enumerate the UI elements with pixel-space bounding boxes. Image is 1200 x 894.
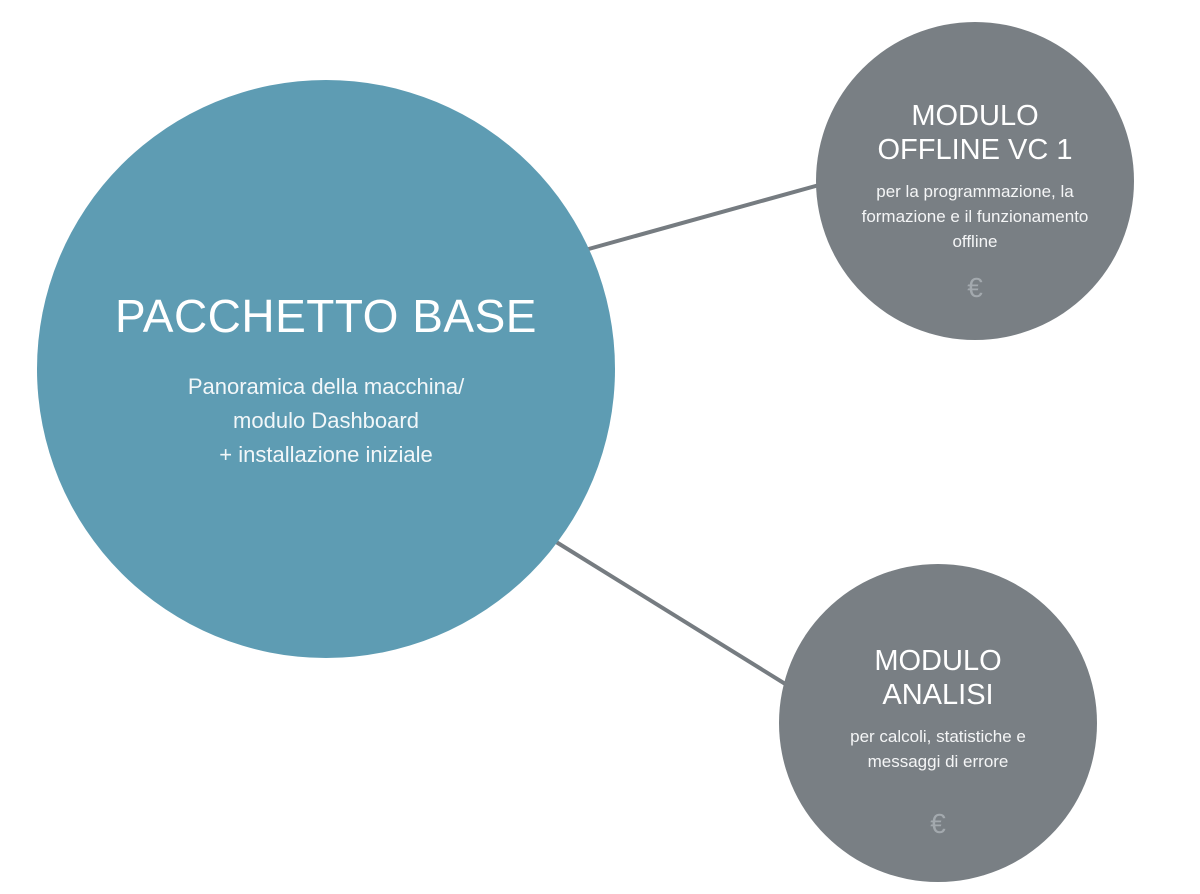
offline-desc-line: per la programmazione, la — [876, 182, 1074, 201]
analysis-title-line: MODULO — [874, 645, 1002, 677]
base-package-description: Panoramica della macchina/ modulo Dashbo… — [188, 370, 464, 472]
offline-desc-line: formazione e il funzionamento — [861, 207, 1089, 226]
base-package-title: PACCHETTO BASE — [115, 290, 537, 342]
base-desc-line: + installazione iniziale — [219, 442, 433, 467]
analysis-module-circle: MODULO ANALISI per calcoli, statistiche … — [779, 564, 1097, 882]
analysis-desc-line: messaggi di errore — [867, 752, 1009, 771]
offline-module-description: per la programmazione, la formazione e i… — [848, 179, 1103, 254]
base-desc-line: Panoramica della macchina/ — [187, 374, 465, 399]
offline-module-title: MODULO OFFLINE VC 1 — [878, 99, 1073, 167]
analysis-title-line: ANALISI — [882, 679, 994, 711]
base-desc-line: modulo Dashboard — [233, 408, 419, 433]
base-package-circle: PACCHETTO BASE Panoramica della macchina… — [37, 80, 615, 658]
offline-module-circle: MODULO OFFLINE VC 1 per la programmazion… — [816, 22, 1134, 340]
connector-base-to-offline — [584, 180, 831, 252]
offline-title-line: OFFLINE VC 1 — [877, 134, 1073, 166]
analysis-module-description: per calcoli, statistiche e messaggi di e… — [836, 724, 1040, 774]
analysis-desc-line: per calcoli, statistiche e — [850, 727, 1026, 746]
offline-desc-line: offline — [952, 232, 998, 251]
offline-title-line: MODULO — [911, 100, 1039, 132]
analysis-module-title: MODULO ANALISI — [874, 644, 1001, 712]
euro-icon: € — [930, 808, 946, 839]
euro-icon: € — [967, 272, 983, 303]
connector-base-to-analisi — [551, 538, 797, 692]
